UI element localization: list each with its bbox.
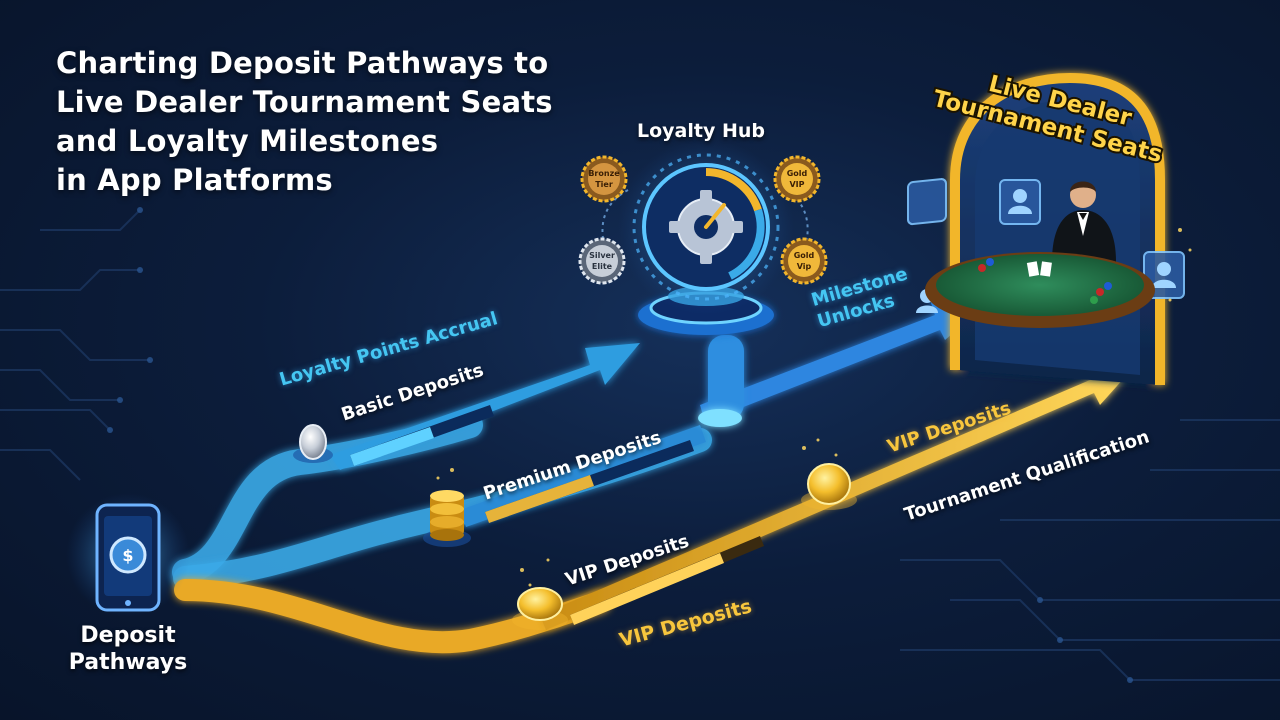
hub-label: Loyalty Hub: [637, 120, 765, 142]
badge-label: Gold: [787, 169, 808, 178]
silver-elite-badge-icon: [578, 237, 626, 285]
gold-vip-badge-top-icon: [773, 155, 821, 203]
destination-title: Live Dealer Tournament Seats: [928, 69, 1167, 170]
dealer-figure: [1052, 181, 1116, 262]
hub-column: [708, 335, 744, 420]
phone-icon: $: [66, 493, 190, 617]
gold-coin-lower-icon: [512, 587, 568, 630]
title-line: Charting Deposit Pathways to: [56, 46, 549, 80]
badge-label: Bronze: [588, 169, 620, 178]
title-line: in App Platforms: [56, 163, 333, 197]
vip-progress-fill: [570, 553, 724, 625]
svg-text:$: $: [122, 546, 133, 565]
premium-progress-fill: [485, 475, 594, 523]
circuit-traces: [0, 209, 1280, 681]
poker-table: [925, 252, 1155, 328]
title-line: and Loyalty Milestones: [56, 124, 439, 158]
gold-coin-upper-icon: [801, 463, 857, 510]
coin-stack-icon: [423, 490, 471, 547]
milestone-arrow: [700, 300, 985, 422]
badge-label: Gold: [794, 251, 815, 260]
loyalty-hub-icon: [618, 139, 794, 335]
page-title: Charting Deposit Pathways to Live Dealer…: [56, 44, 576, 200]
title-line: Live Dealer Tournament Seats: [56, 85, 553, 119]
bronze-tier-badge-icon: [580, 155, 628, 203]
badge-label: Vip: [797, 262, 812, 271]
silver-coin-icon: [293, 424, 333, 463]
badge-label: Silver: [589, 251, 615, 260]
badge-label: VIP: [789, 180, 804, 189]
basic-progress-fill: [350, 427, 434, 466]
hub-junction-node: [698, 409, 742, 427]
sparkles: [436, 228, 1192, 587]
badge-label: Tier: [595, 180, 613, 189]
source-label: Deposit Pathways: [68, 623, 188, 675]
badge-label: Elite: [592, 262, 613, 271]
gold-vip-badge-bottom-icon: [780, 237, 828, 285]
player-panel-icon: [999, 179, 1041, 225]
circuit-nodes: [107, 207, 1133, 683]
